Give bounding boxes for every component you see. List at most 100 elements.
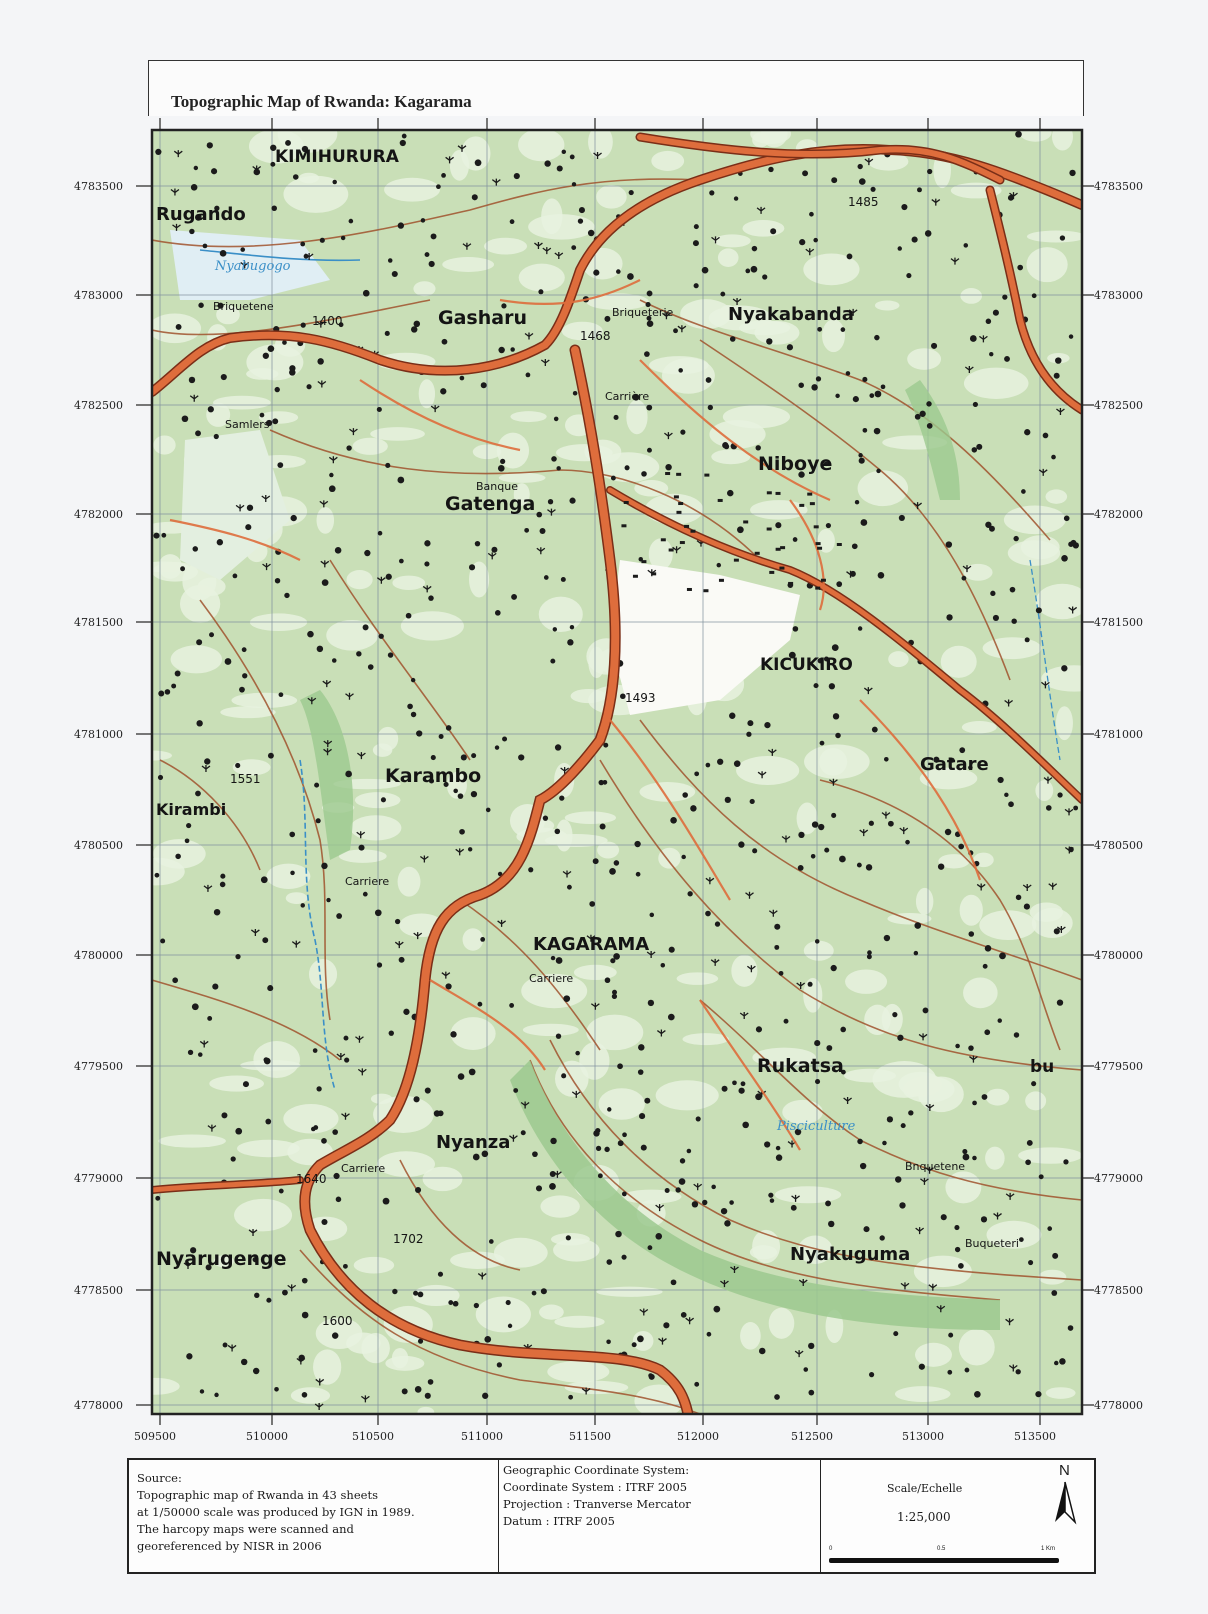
track <box>609 719 731 901</box>
settlement-dot <box>667 1013 675 1021</box>
ravine-vegetation <box>300 690 354 860</box>
terrain-patch <box>731 954 758 987</box>
source-panel: Source: Topographic map of Rwanda in 43 … <box>129 1460 499 1572</box>
settlement-dot <box>1015 894 1022 901</box>
settlement-dot <box>959 747 966 754</box>
settlement-dot <box>818 823 825 831</box>
tree-symbol <box>767 748 777 756</box>
settlement-dot <box>972 401 978 408</box>
settlement-dot <box>1051 454 1056 460</box>
settlement-dot <box>604 1146 610 1153</box>
settlement-dot <box>883 934 891 942</box>
settlement-dot <box>694 771 700 777</box>
settlement-dot <box>290 514 297 522</box>
contour-line <box>299 1249 701 1414</box>
settlement-dot <box>403 1008 410 1015</box>
settlement-dot <box>415 1186 422 1194</box>
terrain-patch <box>232 759 271 776</box>
terrain-patch <box>722 405 791 429</box>
terrain-patch <box>510 411 547 423</box>
settlement-dot <box>547 499 554 505</box>
building-block <box>820 578 826 582</box>
place-label: KIMIHURURA <box>275 147 400 167</box>
settlement-dot <box>467 847 473 852</box>
tree-symbol <box>791 1194 800 1202</box>
contour-line <box>639 299 1051 541</box>
terrain-patch <box>894 1386 951 1402</box>
settlement-dot <box>333 1172 340 1180</box>
building-block <box>665 472 671 476</box>
settlement-dot <box>609 868 616 875</box>
scale-bar <box>829 1558 1059 1563</box>
settlement-dot <box>300 241 306 247</box>
settlement-dot <box>706 1331 712 1337</box>
tree-symbol <box>262 563 271 571</box>
tree-symbol <box>455 848 465 856</box>
settlement-dot <box>755 1026 763 1033</box>
terrain-patch <box>555 819 573 852</box>
settlement-dot <box>724 1220 731 1227</box>
axis-label-bottom: 512000 <box>677 1430 719 1443</box>
terrain-patch <box>285 892 308 904</box>
axis-label-bottom: 512500 <box>791 1430 833 1443</box>
settlement-dot <box>962 1153 970 1161</box>
axis-label-bottom: 510000 <box>246 1430 288 1443</box>
settlement-dot <box>613 953 620 960</box>
settlement-dot <box>972 1155 977 1161</box>
settlement-dot <box>184 838 190 844</box>
tree-symbol <box>252 165 262 173</box>
settlement-dot <box>441 173 446 178</box>
tree-symbol <box>796 982 806 990</box>
settlement-dot <box>868 820 874 826</box>
settlement-dot <box>186 1353 193 1360</box>
settlement-dot <box>1069 169 1076 177</box>
axis-label-right: 4781500 <box>1094 616 1143 629</box>
terrain-patch <box>152 1377 180 1395</box>
settlement-dot <box>984 945 992 952</box>
building-block <box>807 492 813 496</box>
settlement-dot <box>441 338 448 345</box>
settlement-dot <box>267 985 274 992</box>
settlement-dot <box>611 993 618 1000</box>
settlement-dot <box>882 1140 887 1146</box>
terrain-patch <box>513 483 530 506</box>
settlement-dot <box>427 1379 434 1385</box>
road <box>152 1177 303 1193</box>
settlement-dot <box>863 1226 870 1233</box>
settlement-dot <box>634 840 641 848</box>
tree-symbol <box>240 261 250 269</box>
settlement-dot <box>810 853 816 859</box>
settlement-dot <box>397 222 404 229</box>
settlement-dot <box>857 1138 863 1145</box>
settlement-dot <box>510 347 515 352</box>
settlement-dot <box>714 921 721 927</box>
settlement-dot <box>997 776 1004 784</box>
settlement-dot <box>624 465 630 471</box>
settlement-dot <box>235 762 241 769</box>
settlement-dot <box>219 249 227 257</box>
settlement-dot <box>1061 665 1068 672</box>
settlement-dot <box>424 1392 431 1399</box>
settlement-dot <box>410 677 416 683</box>
terrain-patch <box>170 645 223 674</box>
settlement-dot <box>497 464 505 472</box>
terrain-patch <box>385 1355 425 1371</box>
settlement-dot <box>858 178 866 185</box>
settlement-dot <box>505 1300 511 1306</box>
settlement-dot <box>525 372 531 378</box>
terrain-patch <box>963 977 998 1009</box>
settlement-dot <box>701 266 709 274</box>
settlement-dot <box>755 445 761 451</box>
axis-label-bottom: 510500 <box>352 1430 394 1443</box>
settlement-dot <box>945 541 953 548</box>
settlement-dot <box>887 820 894 827</box>
terrain-patch <box>450 1017 496 1050</box>
settlement-dot <box>204 758 211 765</box>
place-label: Gasharu <box>438 307 527 329</box>
building-block <box>673 495 679 499</box>
settlement-dot <box>536 511 543 518</box>
settlement-dot <box>301 145 309 153</box>
tree-symbol <box>711 236 720 244</box>
